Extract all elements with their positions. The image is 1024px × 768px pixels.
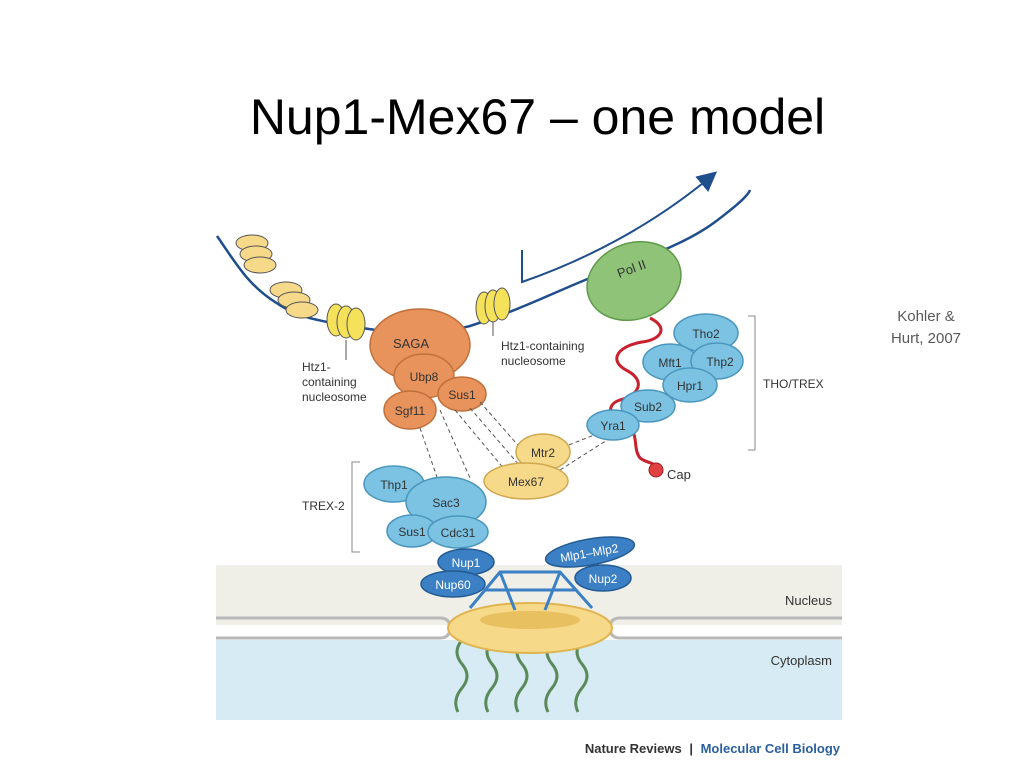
mrna-cap (648, 462, 664, 478)
sus1-trex2-label: Sus1 (398, 525, 426, 539)
htz1-nucleosome-left (326, 303, 366, 341)
cdc31-protein (427, 515, 489, 549)
cdc31-label: Cdc31 (441, 526, 476, 540)
citation-line-1: Kohler & (897, 308, 955, 325)
cytoplasm-label: Cytoplasm (771, 653, 832, 668)
cap-label: Cap (667, 467, 691, 482)
htz1-nucleosome-right (475, 287, 511, 325)
citation: Kohler & Hurt, 2007 (862, 306, 990, 350)
citation-line-2: Hurt, 2007 (890, 330, 962, 347)
sac3-label: Sac3 (432, 496, 460, 510)
saga-label: SAGA (393, 336, 429, 351)
dna-strand (215, 189, 752, 335)
tho2-label: Tho2 (692, 327, 720, 341)
hpr1-protein (662, 367, 718, 403)
yra1-protein (586, 409, 640, 441)
nuclear-basket (468, 570, 594, 611)
ubp8-label: Ubp8 (410, 370, 439, 384)
mex67-label: Mex67 (508, 475, 544, 489)
nucleus-label: Nucleus (785, 593, 832, 608)
mrna-strand (609, 316, 663, 469)
nup2-protein (574, 564, 632, 592)
nucleosome-label-right: Htz1-containing nucleosome (501, 339, 588, 368)
credit-journal: Nature Reviews (585, 741, 682, 756)
trex2-bracket (351, 461, 360, 553)
figure-credit: Nature Reviews | Molecular Cell Biology (585, 741, 841, 756)
nucleosome-1 (235, 234, 277, 274)
mlp-protein (544, 536, 636, 568)
sgf11-protein (383, 390, 437, 430)
credit-separator: | (689, 741, 693, 756)
nucleosome-2 (269, 281, 319, 319)
nup1-label: Nup1 (452, 556, 481, 570)
thp2-label: Thp2 (706, 355, 734, 369)
thp1-label: Thp1 (380, 478, 408, 492)
yra1-label: Yra1 (600, 419, 626, 433)
pol2-protein (586, 240, 682, 322)
sgf11-label: Sgf11 (395, 404, 426, 418)
sus1-saga-protein (437, 376, 487, 412)
nuclear-pore-channel (480, 611, 580, 629)
mft1-label: Mft1 (658, 356, 682, 370)
sub2-label: Sub2 (634, 400, 662, 414)
slide-title: Nup1-Mex67 – one model (249, 89, 826, 145)
nup60-label: Nup60 (435, 578, 471, 592)
nup2-label: Nup2 (589, 572, 618, 586)
credit-title: Molecular Cell Biology (701, 741, 841, 756)
nup60-protein (420, 570, 486, 598)
tho-trex-bracket (748, 315, 756, 451)
sus1-saga-label: Sus1 (448, 388, 476, 402)
tho-trex-label: THO/TREX (763, 377, 824, 391)
mtr2-label: Mtr2 (531, 446, 555, 460)
trex2-label: TREX-2 (302, 499, 345, 513)
nucleosome-label-left: Htz1- containing nucleosome (302, 360, 367, 404)
sub2-protein (620, 389, 676, 423)
hpr1-label: Hpr1 (677, 379, 703, 393)
transcription-arrow (521, 171, 718, 284)
mex67-protein (483, 462, 569, 500)
